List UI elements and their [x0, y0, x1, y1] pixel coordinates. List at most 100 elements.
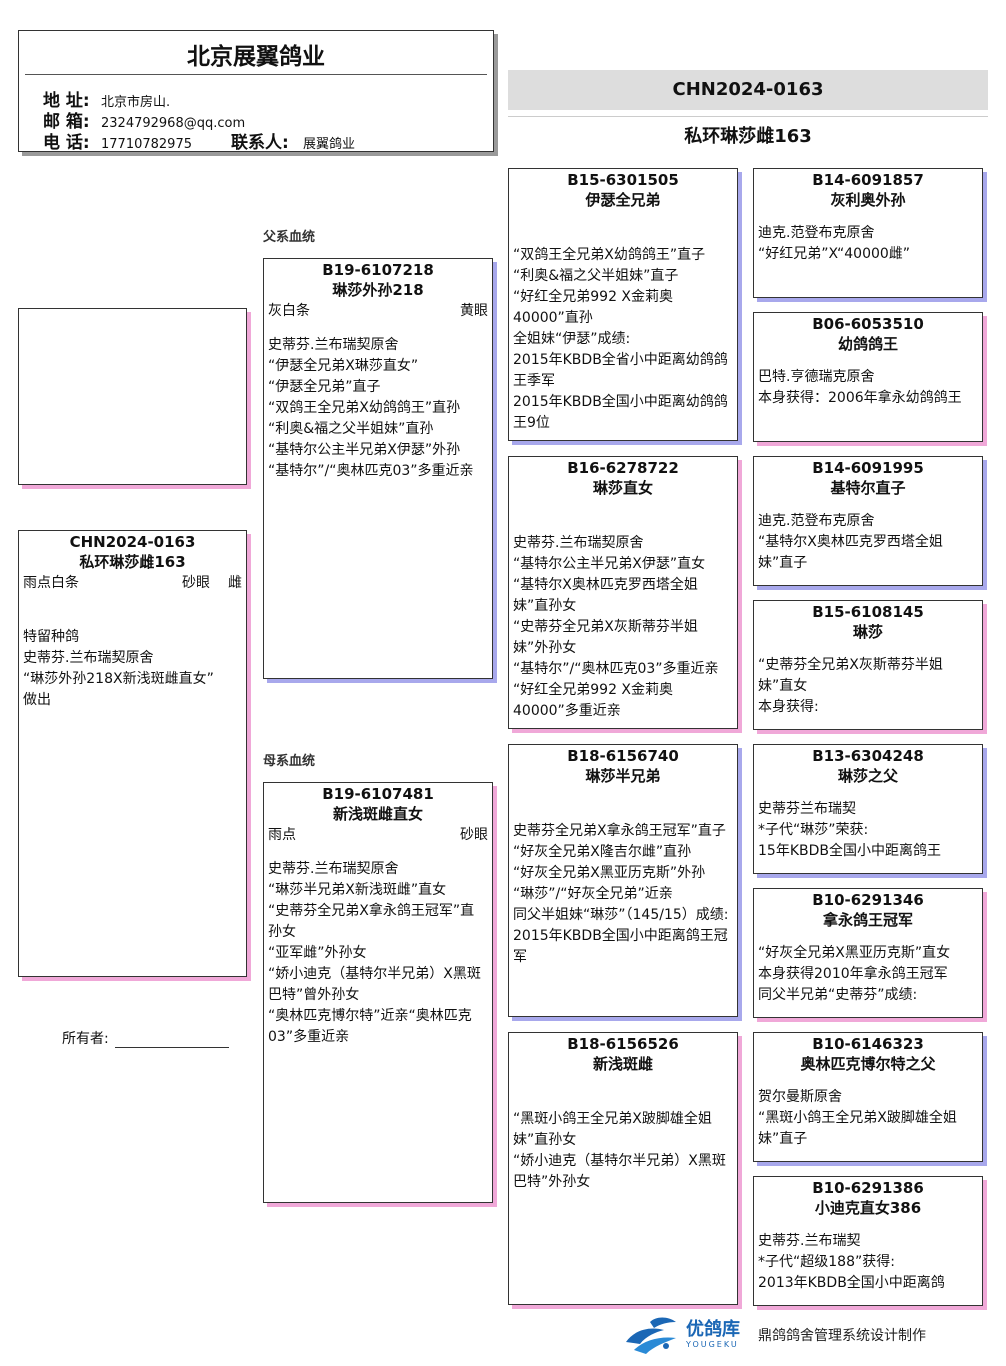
note-line: 迪克.范登布克原舍 [758, 225, 875, 241]
footer-note: 鼎鸽鸽舍管理系统设计制作 [758, 1328, 926, 1344]
subject-eye: 砂眼 [182, 575, 210, 591]
logo-text: 优鸽库 YOUGEKU [686, 1320, 740, 1350]
note-line: 史蒂芬.兰布瑞契原舍 [513, 535, 644, 551]
note-line: 巴特.亨德瑞克原舍 [758, 369, 875, 385]
note-line: “好红全兄弟992 X金莉奥40000”直孙 [513, 289, 674, 326]
note-line: 迪克.范登布克原舍 [758, 513, 875, 529]
note-line: 本身获得2010年拿永鸽王冠军 [758, 966, 948, 982]
dam-line-label: 母系血统 [263, 754, 316, 769]
gp3-notes: 史蒂芬全兄弟X拿永鸽王冠军”直子 “好灰全兄弟X隆吉尔雌”直孙 “好灰全兄弟X黑… [509, 821, 737, 968]
note-line: “双鸽王全兄弟X幼鸽鸽王”直子 [513, 247, 706, 263]
note-line: “好红全兄弟992 X金莉奥40000”多重近亲 [513, 682, 674, 719]
note-line: 2013年KBDB全国小中距离鸽 [758, 1275, 945, 1291]
ggp8-name: 小迪克直女386 [814, 1199, 922, 1217]
note-line: “好灰全兄弟X黑亚历克斯”外孙 [513, 865, 706, 881]
breeder-header: 北京展翼鸽业 地 址: 北京市房山. 邮 箱: 2324792968@qq.co… [18, 30, 494, 152]
email-value: 2324792968@qq.com [101, 116, 246, 131]
ggp7-ring: B10-6146323 [812, 1035, 924, 1053]
top-pigeon-name: 私环琳莎雌163 [684, 126, 812, 147]
note-line: “伊瑟全兄弟X琳莎直女” [268, 358, 419, 374]
ggp7-card: B10-6146323 奥林匹克博尔特之父 贺尔曼斯原舍 “黑斑小鸽王全兄弟X跛… [753, 1032, 983, 1162]
note-line: “琳莎半兄弟X新浅斑雌”直女 [268, 882, 447, 898]
note-line: 本身获得：2006年拿永幼鸽鸽王 [758, 390, 962, 406]
ggp8-card: B10-6291386 小迪克直女386 史蒂芬.兰布瑞契 *子代“超级188”… [753, 1176, 983, 1306]
dam-card: B19-6107481 新浅斑雌直女 雨点 砂眼 史蒂芬.兰布瑞契原舍 “琳莎半… [263, 782, 493, 1203]
note-line: “史蒂芬全兄弟X灰斯蒂芬半姐妹”外孙女 [513, 619, 698, 656]
note-line: 史蒂芬.兰布瑞契原舍 [268, 861, 399, 877]
ggp3-ring: B14-6091995 [812, 459, 924, 477]
address-label: 地 址: [43, 91, 90, 111]
dam-ring: B19-6107481 [322, 785, 434, 803]
note-line: “黑斑小鸽王全兄弟X跛脚雄全姐妹”直子 [758, 1110, 957, 1147]
note-line: “亚军雌”外孙女 [268, 945, 367, 961]
gp2-ring: B16-6278722 [567, 459, 679, 477]
sire-meta: 灰白条 黄眼 [264, 301, 492, 321]
dam-eye: 砂眼 [460, 827, 488, 843]
contact-label: 联系人: [231, 133, 289, 152]
email-label: 邮 箱: [43, 112, 90, 132]
address-row: 地 址: 北京市房山. [43, 86, 170, 111]
ggp2-name: 幼鸽鸽王 [837, 335, 898, 353]
ggp8-ring: B10-6291386 [812, 1179, 924, 1197]
note-line: “基特尔X奥林匹克罗西塔全姐妹”直孙女 [513, 577, 698, 614]
grandsire-paternal-card: B15-6301505 伊瑟全兄弟 “双鸽王全兄弟X幼鸽鸽王”直子 “利奥&福之… [508, 168, 738, 441]
dam-name: 新浅斑雌直女 [332, 805, 423, 823]
subject-color: 雨点白条 [23, 575, 79, 591]
note-line: 2015年KBDB全省小中距离幼鸽鸽王季军 [513, 352, 728, 389]
ggp6-ring: B10-6291346 [812, 891, 924, 909]
note-line: 2015年KBDB全国小中距离鸽王冠军 [513, 928, 728, 965]
note-line: “奥林匹克博尔特”近亲“奥林匹克03”多重近亲 [268, 1008, 472, 1045]
subject-meta: 雨点白条 砂眼 雌 [19, 573, 246, 593]
sire-eye: 黄眼 [460, 303, 488, 319]
ggp6-name: 拿永鸽王冠军 [822, 911, 913, 929]
ggp6-notes: “好灰全兄弟X黑亚历克斯”直女 本身获得2010年拿永鸽王冠军 同父半兄弟“史蒂… [754, 943, 982, 1006]
gp2-notes: 史蒂芬.兰布瑞契原舍 “基特尔公主半兄弟X伊瑟”直女 “基特尔X奥林匹克罗西塔全… [509, 533, 737, 722]
ggp4-card: B15-6108145 琳莎 “史蒂芬全兄弟X灰斯蒂芬半姐妹”直女 本身获得: [753, 600, 983, 730]
gp3-ring: B18-6156740 [567, 747, 679, 765]
sire-line-label: 父系血统 [263, 230, 316, 245]
subject-notes: 特留种鸽 史蒂芬.兰布瑞契原舍 “琳莎外孙218X新浅斑雌直女” 做出 [19, 627, 246, 711]
gp3-name: 琳莎半兄弟 [585, 767, 661, 785]
ggp2-ring: B06-6053510 [812, 315, 924, 333]
phone-label: 电 话: [43, 133, 90, 152]
subject-name: 私环琳莎雌163 [79, 553, 186, 571]
note-line: “利奥&福之父半姐妹”直子 [513, 268, 679, 284]
top-ring-number: CHN2024-0163 [508, 70, 988, 110]
logo-en: YOUGEKU [686, 1340, 739, 1349]
note-line: “史蒂芬全兄弟X灰斯蒂芬半姐妹”直女 [758, 657, 943, 694]
owner-label: 所有者: [62, 1031, 109, 1047]
header-divider [25, 74, 487, 75]
grandsire-maternal-card: B18-6156740 琳莎半兄弟 史蒂芬全兄弟X拿永鸽王冠军”直子 “好灰全兄… [508, 744, 738, 1017]
dam-color: 雨点 [268, 827, 296, 843]
note-line: 史蒂芬全兄弟X拿永鸽王冠军”直子 [513, 823, 726, 839]
phone-value: 17710782975 [101, 137, 192, 152]
subject-sex: 雌 [228, 575, 242, 591]
note-line: “好红兄弟”X“40000雌” [758, 246, 911, 262]
dam-notes: 史蒂芬.兰布瑞契原舍 “琳莎半兄弟X新浅斑雌”直女 “史蒂芬全兄弟X拿永鸽王冠军… [264, 859, 492, 1048]
note-line: “娇小迪克（基特尔半兄弟）X黑斑巴特”外孙女 [513, 1153, 726, 1190]
dam-meta: 雨点 砂眼 [264, 825, 492, 845]
breeder-title: 北京展翼鸽业 [187, 44, 325, 70]
granddam-maternal-card: B18-6156526 新浅斑雌 “黑斑小鸽王全兄弟X跛脚雄全姐妹”直孙女 “娇… [508, 1032, 738, 1305]
granddam-paternal-card: B16-6278722 琳莎直女 史蒂芬.兰布瑞契原舍 “基特尔公主半兄弟X伊瑟… [508, 456, 738, 729]
ggp4-name: 琳莎 [852, 623, 883, 641]
gp1-notes: “双鸽王全兄弟X幼鸽鸽王”直子 “利奥&福之父半姐妹”直子 “好红全兄弟992 … [509, 245, 737, 434]
ggp1-name: 灰利奥外孙 [830, 191, 906, 209]
gp4-notes: “黑斑小鸽王全兄弟X跛脚雄全姐妹”直孙女 “娇小迪克（基特尔半兄弟）X黑斑巴特”… [509, 1109, 737, 1193]
note-line: 史蒂芬.兰布瑞契 [758, 1233, 861, 1249]
note-line: 同父半姐妹“琳莎”（145/15）成绩: [513, 907, 729, 923]
subject-ring: CHN2024-0163 [69, 533, 196, 551]
gp4-ring: B18-6156526 [567, 1035, 679, 1053]
note-line: “好灰全兄弟X隆吉尔雌”直孙 [513, 844, 692, 860]
note-line: “基特尔公主半兄弟X伊瑟”直女 [513, 556, 706, 572]
phone-row: 电 话: 17710782975 联系人: 展翼鸽业 [43, 128, 356, 152]
footer: 优鸽库 YOUGEKU 鼎鸽鸽舍管理系统设计制作 [620, 1312, 990, 1358]
note-line: *子代“琳莎”荣获: [758, 822, 869, 838]
ggp4-notes: “史蒂芬全兄弟X灰斯蒂芬半姐妹”直女 本身获得: [754, 655, 982, 718]
note-line: “基特尔X奥林匹克罗西塔全姐妹”直子 [758, 534, 943, 571]
contact-value: 展翼鸽业 [303, 137, 356, 152]
ggp5-ring: B13-6304248 [812, 747, 924, 765]
owner-blank-line [114, 1031, 229, 1048]
note-line: *子代“超级188”获得: [758, 1254, 895, 1270]
owner-field: 所有者: [62, 1028, 229, 1048]
